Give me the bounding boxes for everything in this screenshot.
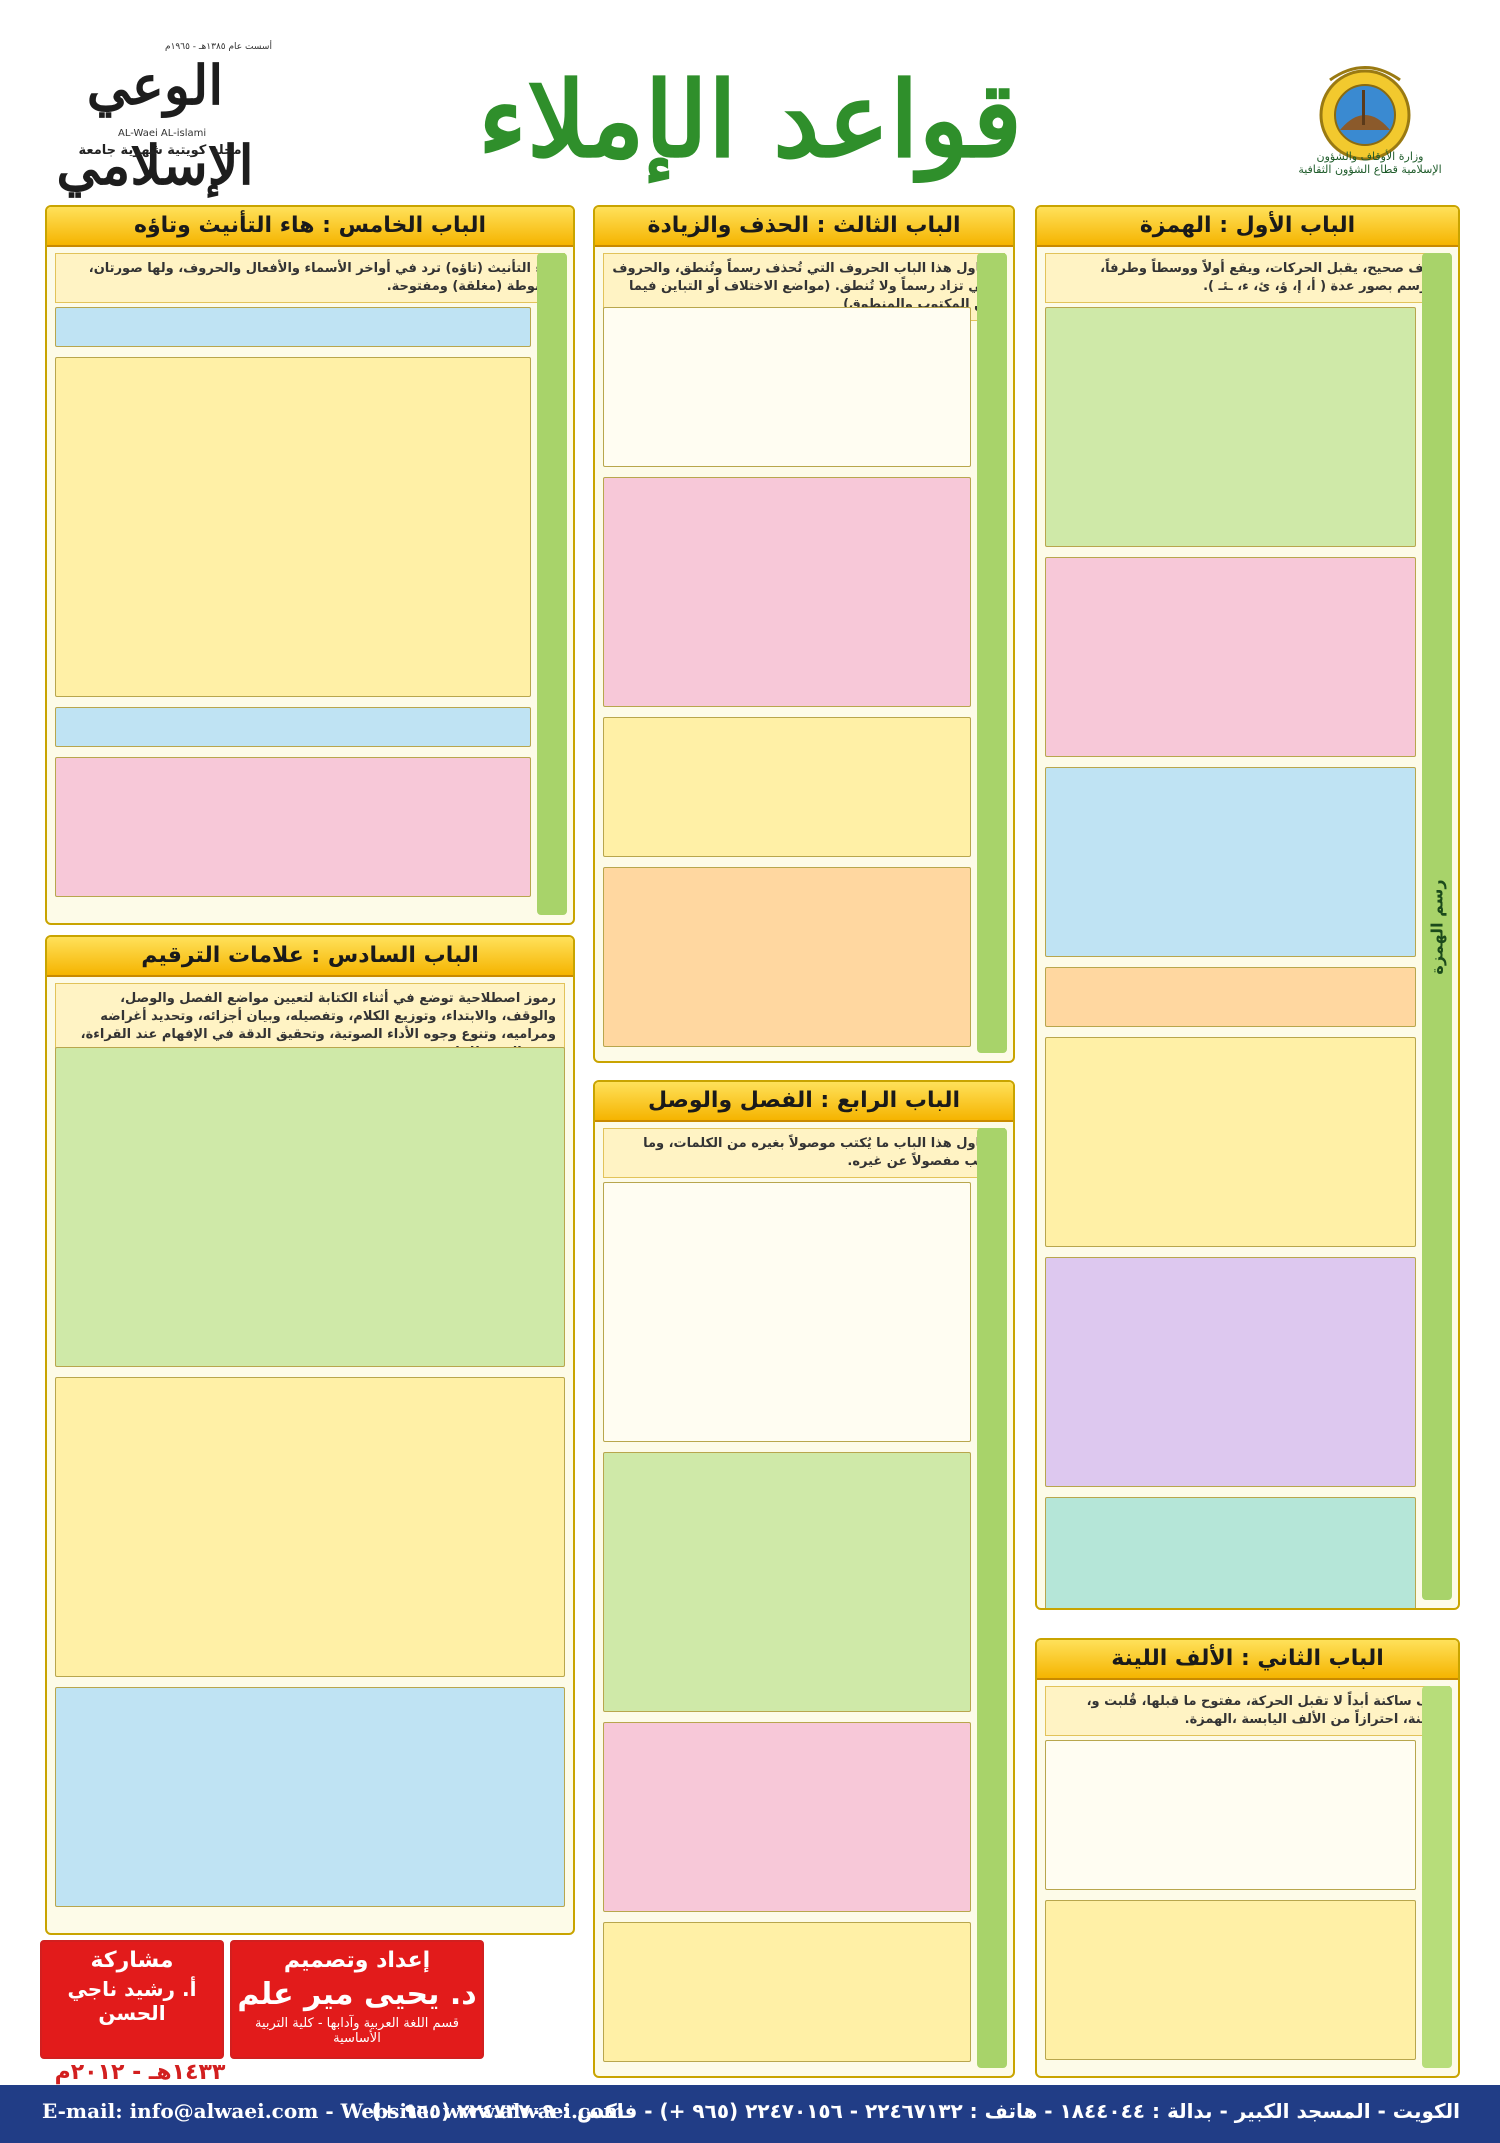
magazine-latin-name: AL-Waei AL-islami [118,128,207,139]
band-label: رسم الهمزة [1427,878,1447,975]
section-band [537,253,567,915]
magazine-subtitle: مجلة كويتية شهرية جامعة [78,143,242,158]
table-block [603,477,971,707]
panel-grid [603,1182,971,2068]
ministry-name: وزارة الأوقاف والشؤون الإسلامية قطاع الش… [1298,150,1442,176]
ministry-emblem [1300,60,1430,185]
publication-date: ١٤٣٣هـ - ٢٠١٢م [54,2060,226,2085]
page-header: وزارة الأوقاف والشؤون الإسلامية قطاع الش… [0,0,1500,197]
section-band [977,253,1007,1053]
table-block [1045,307,1416,547]
table-block [55,1047,565,1367]
panel-title: الباب الثاني : الألف اللينة [1037,1640,1458,1680]
table-block [55,757,531,897]
table-block [1045,967,1416,1027]
panel-hamza: الباب الأول : الهمزة حرف صحيح، يقبل الحر… [1035,205,1460,1610]
footer-bar: E-mail: info@alwaei.com - Website: www.a… [0,2085,1500,2143]
table-block [55,1687,565,1907]
panel-tarqim: الباب السادس : علامات الترقيم رموز اصطلا… [45,935,575,1935]
table-block [1045,557,1416,757]
section-band: رسم الهمزة [1422,253,1452,1600]
panel-title: الباب السادس : علامات الترقيم [47,937,573,977]
panel-fasl: الباب الرابع : الفصل والوصل يتناول هذا ا… [593,1080,1015,2078]
panel-intro: ألف ساكنة أبداً لا تقبل الحركة، مفتوح ما… [1045,1686,1450,1736]
table-block [1045,1257,1416,1487]
table-block [1045,1900,1416,2060]
credits-label: مشاركة [90,1948,174,1973]
credits-design: إعداد وتصميم د. يحيى مير علم قسم اللغة ا… [230,1940,484,2059]
panel-title: الباب الرابع : الفصل والوصل [595,1082,1013,1122]
panel-intro: يتناول هذا الباب ما يُكتب موصولاً بغيره … [603,1128,1005,1178]
table-block [603,1182,971,1442]
panel-grid [55,307,531,915]
panel-intro: حرف صحيح، يقبل الحركات، ويقع أولاً ووسطا… [1045,253,1450,303]
table-block [1045,1037,1416,1247]
panel-title: الباب الأول : الهمزة [1037,207,1458,247]
credits-name: د. يحيى مير علم [237,1977,477,2012]
section-band [1422,1686,1452,2068]
table-block [603,1722,971,1912]
panel-hadhf: الباب الثالث : الحذف والزيادة يتناول هذا… [593,205,1015,1063]
table-block [1045,1497,1416,1608]
panel-grid [55,1047,565,1925]
panel-title: الباب الخامس : هاء التأنيث وتاؤه [47,207,573,247]
table-block [603,1922,971,2062]
table-block [55,707,531,747]
page-title: قواعد الإملاء [477,58,1023,181]
panel-intro: هاء التأنيث (تاؤه) ترد في أواخر الأسماء … [55,253,565,303]
footer-contact-latin: E-mail: info@alwaei.com - Website: www.a… [42,2099,625,2123]
credits-affiliation: قسم اللغة العربية وآدابها - كلية التربية… [254,2016,460,2046]
credits-participation: مشاركة أ. رشيد ناجي الحسن [40,1940,224,2059]
table-block [55,307,531,347]
panel-grid [603,307,971,1053]
table-block [603,307,971,467]
footer-contact-arabic: الكويت - المسجد الكبير - بدالة : ١٨٤٤٠٤٤… [371,2099,1460,2123]
panel-alif: الباب الثاني : الألف اللينة ألف ساكنة أب… [1035,1638,1460,2078]
panel-taanith: الباب الخامس : هاء التأنيث وتاؤه هاء الت… [45,205,575,925]
panel-grid [1045,307,1416,1608]
table-block [55,1377,565,1677]
panel-grid [1045,1740,1416,2068]
magazine-logo: الوعي الإسلامي [56,53,254,197]
table-block [603,717,971,857]
section-band [977,1128,1007,2068]
table-block [1045,767,1416,957]
table-block [55,357,531,697]
table-block [603,867,971,1047]
credits-label: إعداد وتصميم [283,1948,431,1973]
magazine-established: أسست عام ١٣٨٥هـ - ١٩٦٥م [165,42,272,52]
table-block [1045,1740,1416,1890]
panel-title: الباب الثالث : الحذف والزيادة [595,207,1013,247]
table-block [603,1452,971,1712]
credits-name: أ. رشيد ناجي الحسن [67,1977,197,2025]
